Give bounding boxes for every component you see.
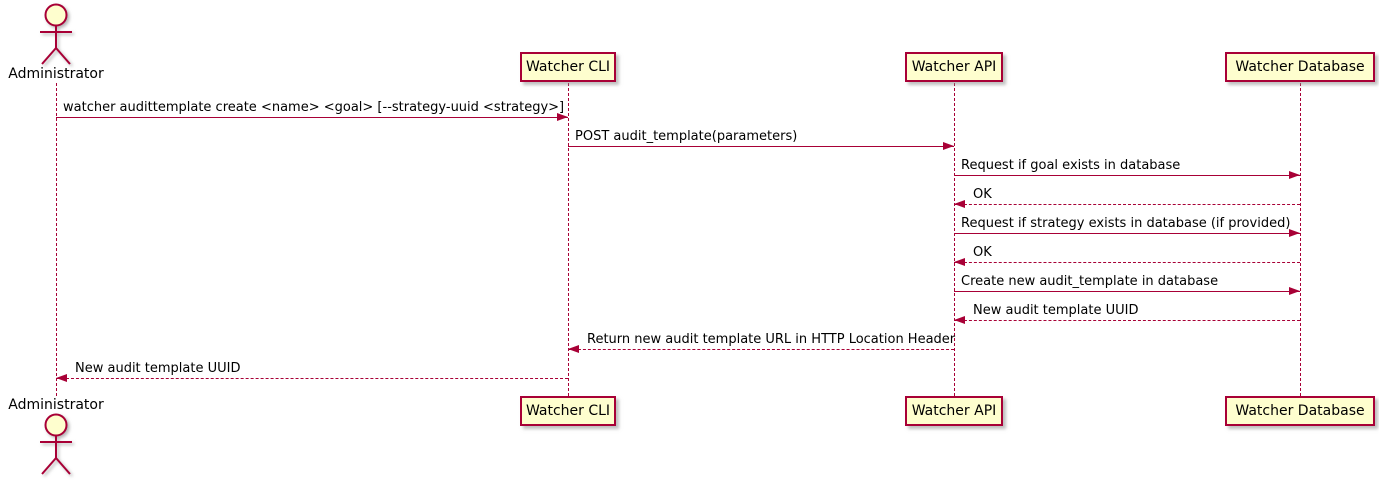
message-10-arrowhead-icon [56,374,67,382]
lifeline-watcher-database [1299,83,1301,396]
participant-label-watcher-api-bottom: Watcher API [911,403,997,419]
message-6-line [954,262,1300,263]
message-1-arrowhead-icon [557,113,568,121]
message-5-label: Request if strategy exists in database (… [961,216,1291,231]
actor-label-administrator-top: Administrator [8,66,104,82]
participant-box-watcher-database-top: Watcher Database [1225,52,1375,82]
message-7-arrowhead-icon [1289,287,1300,295]
message-9-arrowhead-icon [568,345,579,353]
message-10-line [56,378,568,379]
message-5-line [954,233,1300,234]
message-9-line [568,349,954,350]
lifeline-administrator [55,83,57,396]
message-10-label: New audit template UUID [75,361,241,376]
participant-box-watcher-api-bottom: Watcher API [905,396,1003,426]
message-5-arrowhead-icon [1289,229,1300,237]
participant-box-watcher-api-top: Watcher API [905,52,1003,82]
message-3-arrowhead-icon [1289,171,1300,179]
message-2-line [568,146,954,147]
lifeline-watcher-api [953,83,955,396]
participant-label-watcher-cli-top: Watcher CLI [525,59,611,75]
message-4-line [954,204,1300,205]
message-2-label: POST audit_template(parameters) [575,129,798,144]
message-9-label: Return new audit template URL in HTTP Lo… [587,332,956,347]
participant-box-watcher-cli-bottom: Watcher CLI [520,396,616,426]
message-2-arrowhead-icon [943,142,954,150]
message-3-label: Request if goal exists in database [961,158,1181,173]
message-4-arrowhead-icon [954,200,965,208]
message-6-label: OK [973,245,992,260]
participant-box-watcher-database-bottom: Watcher Database [1225,396,1375,426]
actor-label-administrator-bottom: Administrator [8,397,104,413]
actor-icon-administrator-bottom [29,412,83,480]
message-7-label: Create new audit_template in database [961,274,1219,289]
participant-label-watcher-cli-bottom: Watcher CLI [525,403,611,419]
message-7-line [954,291,1300,292]
participant-label-watcher-database-bottom: Watcher Database [1235,403,1365,419]
message-3-line [954,175,1300,176]
message-8-label: New audit template UUID [973,303,1139,318]
participant-label-watcher-api-top: Watcher API [911,59,997,75]
message-8-arrowhead-icon [954,316,965,324]
message-1-label: watcher audittemplate create <name> <goa… [63,100,565,115]
message-4-label: OK [973,187,992,202]
participant-label-watcher-database-top: Watcher Database [1235,59,1365,75]
message-8-line [954,320,1300,321]
message-6-arrowhead-icon [954,258,965,266]
actor-icon-administrator-top [29,2,83,70]
participant-box-watcher-cli-top: Watcher CLI [520,52,616,82]
message-1-line [56,117,568,118]
lifeline-watcher-cli [567,83,569,396]
